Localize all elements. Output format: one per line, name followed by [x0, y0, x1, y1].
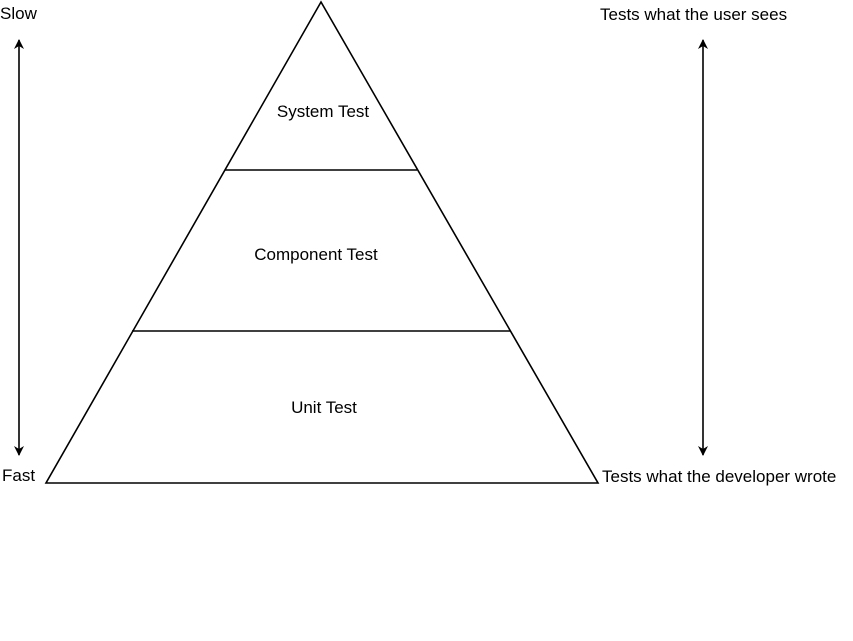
- layer-label-unit-test: Unit Test: [291, 398, 357, 417]
- pyramid-outline: [44, 0, 600, 484]
- scope-axis-top-label: Tests what the user sees: [600, 5, 787, 24]
- speed-axis-bottom-label: Fast: [2, 466, 35, 485]
- layer-label-system-test: System Test: [277, 102, 370, 121]
- layer-label-component-test: Component Test: [254, 245, 378, 264]
- speed-axis-top-label: Slow: [0, 4, 38, 23]
- scope-axis-bottom-label: Tests what the developer wrote: [602, 467, 836, 486]
